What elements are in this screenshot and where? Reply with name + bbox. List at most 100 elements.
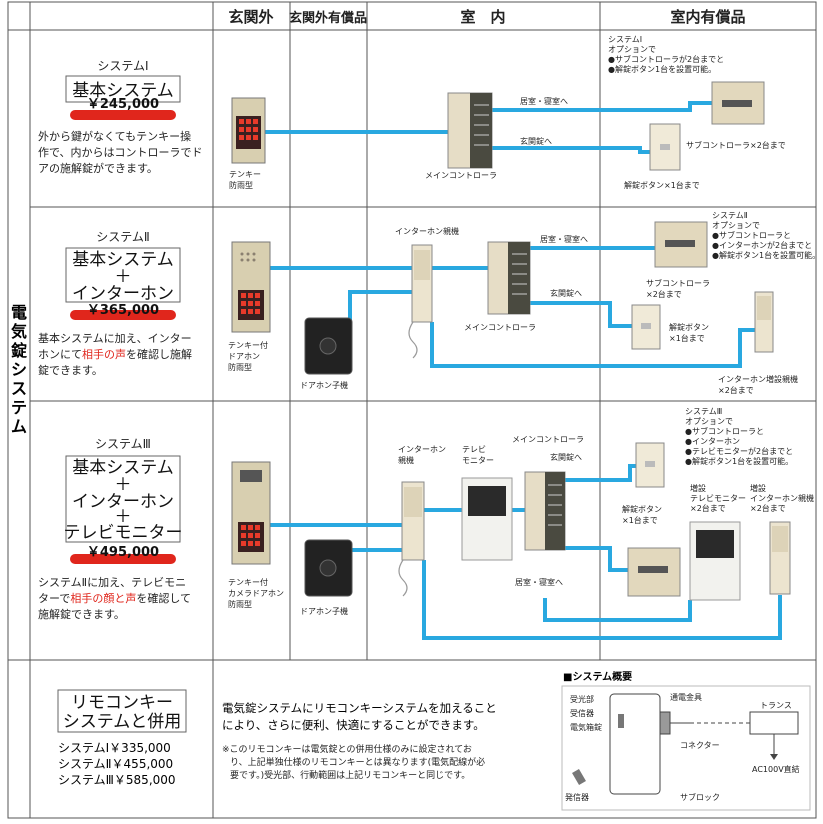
svg-text:により、さらに便利、快適にすることができます。: により、さらに便利、快適にすることができます。 — [222, 718, 485, 732]
svg-text:増設: 増設 — [690, 483, 706, 493]
svg-text:システムⅢ￥585,000: システムⅢ￥585,000 — [58, 773, 176, 787]
svg-text:電: 電 — [11, 303, 27, 322]
svg-text:●サブコントローラと: ●サブコントローラと — [685, 426, 764, 436]
svg-text:システムⅢ: システムⅢ — [95, 437, 151, 451]
svg-text:●テレビモニターが2台までと: ●テレビモニターが2台までと — [685, 446, 793, 456]
svg-text:メインコントローラ: メインコントローラ — [512, 435, 584, 444]
svg-text:×2台まで: ×2台まで — [690, 503, 726, 513]
svg-text:テ: テ — [11, 398, 27, 417]
svg-text:オプションで: オプションで — [608, 45, 656, 54]
svg-text:居室・寝室へ: 居室・寝室へ — [540, 234, 588, 244]
overview-transformer — [749, 711, 799, 735]
svg-text:テレビモニター: テレビモニター — [64, 523, 183, 543]
svg-text:カメラドアホン: カメラドアホン — [228, 589, 284, 598]
svg-text:居室・寝室へ: 居室・寝室へ — [515, 577, 563, 587]
svg-text:テレビモニター: テレビモニター — [690, 494, 746, 503]
svg-text:￥365,000: ￥365,000 — [87, 303, 159, 318]
svg-text:×2台まで: ×2台まで — [750, 503, 786, 513]
system2-cables — [270, 246, 755, 368]
svg-text:サブコントローラ×2台まで: サブコントローラ×2台まで — [686, 140, 786, 150]
side-title: 電 気 錠 シ ス テ ム — [11, 303, 27, 436]
svg-text:システムⅡ￥455,000: システムⅡ￥455,000 — [58, 757, 173, 771]
system2-devices: テンキー付 ドアホン 防雨型 ドアホン子機 インターホン親機 メインコントローラ… — [228, 211, 820, 395]
svg-text:システムⅡに加え、テレビモニ: システムⅡに加え、テレビモニ — [38, 576, 186, 589]
svg-text:増設: 増設 — [750, 483, 766, 493]
svg-text:システムⅢ: システムⅢ — [685, 407, 722, 416]
svg-text:解錠ボタン: 解錠ボタン — [622, 504, 662, 514]
svg-text:ム: ム — [11, 417, 27, 436]
svg-text:基本システム: 基本システム — [72, 250, 174, 270]
svg-text:ス: ス — [11, 379, 27, 398]
svg-text:解錠ボタン: 解錠ボタン — [669, 322, 709, 332]
svg-text:＋: ＋ — [115, 475, 132, 495]
svg-text:オプションで: オプションで — [685, 417, 733, 426]
svg-text:トランス: トランス — [760, 701, 792, 710]
svg-text:×1台まで: ×1台まで — [622, 515, 658, 525]
svg-text:■システム概要: ■システム概要 — [563, 670, 632, 683]
remote-section: リモコンキー システムと併用 システムⅠ￥335,000 システムⅡ￥455,0… — [57, 689, 497, 787]
svg-text:サブコントローラ: サブコントローラ — [646, 278, 710, 288]
svg-text:コネクター: コネクター — [680, 741, 720, 750]
svg-text:防雨型: 防雨型 — [228, 599, 252, 609]
system2-left: システムⅡ 基本システム ＋ インターホン ￥365,000 基本システムに加え… — [38, 230, 192, 377]
system3-price-bar — [70, 554, 176, 564]
table-grid — [7, 1, 817, 819]
svg-text:基本システム: 基本システム — [72, 81, 174, 101]
svg-text:受光部: 受光部 — [570, 694, 594, 704]
svg-text:発信器: 発信器 — [565, 792, 589, 802]
remote-title-box — [57, 689, 187, 733]
system-overview: ■システム概要 受光部 受信器 電気箱錠 発信器 通電金具 コネクター サブロッ… — [561, 670, 811, 811]
system3-left: システムⅢ 基本システム ＋ インターホン ＋ テレビモニター ￥495,000… — [38, 437, 191, 621]
svg-text:●解錠ボタン1台を設置可能。: ●解錠ボタン1台を設置可能。 — [712, 250, 820, 260]
svg-text:システムⅠ: システムⅠ — [97, 59, 148, 73]
svg-text:システムⅡ: システムⅡ — [96, 230, 150, 244]
svg-text:リモコンキー: リモコンキー — [71, 693, 173, 713]
svg-text:※このリモコンキーは電気錠との併用仕様のみに設定されてお: ※このリモコンキーは電気錠との併用仕様のみに設定されてお — [222, 743, 472, 755]
overview-frame — [561, 685, 811, 811]
svg-text:作で、内からはコントローラでド: 作で、内からはコントローラでド — [38, 145, 203, 159]
system1-price-bar — [70, 110, 176, 120]
svg-text:メインコントローラ: メインコントローラ — [464, 323, 536, 332]
svg-text:シ: シ — [11, 360, 27, 379]
svg-text:り、上記単独仕様のリモコンキーとは異なります(電気配線が必: り、上記単独仕様のリモコンキーとは異なります(電気配線が必 — [230, 756, 485, 768]
svg-text:＋: ＋ — [115, 507, 132, 527]
system2-title-box — [65, 247, 181, 303]
svg-text:錠: 錠 — [11, 341, 27, 360]
svg-text:外から鍵がなくてもテンキー操: 外から鍵がなくてもテンキー操 — [38, 129, 191, 143]
system1-cables — [265, 101, 712, 154]
svg-text:要です。)受光部、行動範囲は上記リモコンキーと同じです。: 要です。)受光部、行動範囲は上記リモコンキーと同じです。 — [230, 769, 470, 781]
svg-text:錠できます。: 錠できます。 — [38, 363, 103, 377]
svg-text:インターホン増設親機: インターホン増設親機 — [718, 374, 798, 384]
system3-cables — [270, 464, 782, 640]
svg-text:テンキー付: テンキー付 — [228, 340, 268, 350]
svg-text:インターホン親機: インターホン親機 — [750, 493, 814, 503]
svg-text:防雨型: 防雨型 — [228, 362, 252, 372]
svg-text:基本システム: 基本システム — [72, 458, 174, 478]
svg-text:受信器: 受信器 — [570, 708, 594, 718]
svg-text:気: 気 — [11, 322, 27, 341]
svg-text:￥495,000: ￥495,000 — [87, 545, 159, 560]
svg-text:ドアホン: ドアホン — [228, 352, 260, 361]
svg-text:ドアホン子機: ドアホン子機 — [300, 606, 348, 616]
svg-text:インターホン: インターホン — [72, 284, 174, 304]
system1-title-box — [65, 75, 181, 103]
svg-text:●解錠ボタン1台を設置可能。: ●解錠ボタン1台を設置可能。 — [608, 64, 716, 74]
header-indoor-paid: 室内有償品 — [670, 8, 745, 26]
svg-text:電気箱錠: 電気箱錠 — [570, 722, 602, 732]
svg-text:メインコントローラ: メインコントローラ — [425, 171, 497, 180]
system1-left: システムⅠ 基本システム ￥245,000 外から鍵がなくてもテンキー操 作で、… — [38, 59, 203, 175]
svg-text:●サブコントローラが2台までと: ●サブコントローラが2台までと — [608, 54, 724, 64]
svg-text:居室・寝室へ: 居室・寝室へ — [520, 96, 568, 106]
svg-text:×2台まで: ×2台まで — [718, 385, 754, 395]
svg-text:AC100V直結: AC100V直結 — [752, 764, 800, 774]
svg-text:サブロック: サブロック — [680, 792, 720, 802]
svg-text:ホンにて相手の声を確認し施解: ホンにて相手の声を確認し施解 — [38, 347, 192, 361]
svg-text:●サブコントローラと: ●サブコントローラと — [712, 230, 791, 240]
overview-door — [609, 693, 661, 795]
svg-text:システムⅠ: システムⅠ — [608, 35, 642, 44]
svg-text:インターホン: インターホン — [72, 492, 174, 512]
header-indoor: 室 内 — [460, 8, 505, 26]
svg-text:防雨型: 防雨型 — [229, 180, 253, 190]
svg-text:電気錠システムにリモコンキーシステムを加えること: 電気錠システムにリモコンキーシステムを加えること — [222, 701, 497, 715]
